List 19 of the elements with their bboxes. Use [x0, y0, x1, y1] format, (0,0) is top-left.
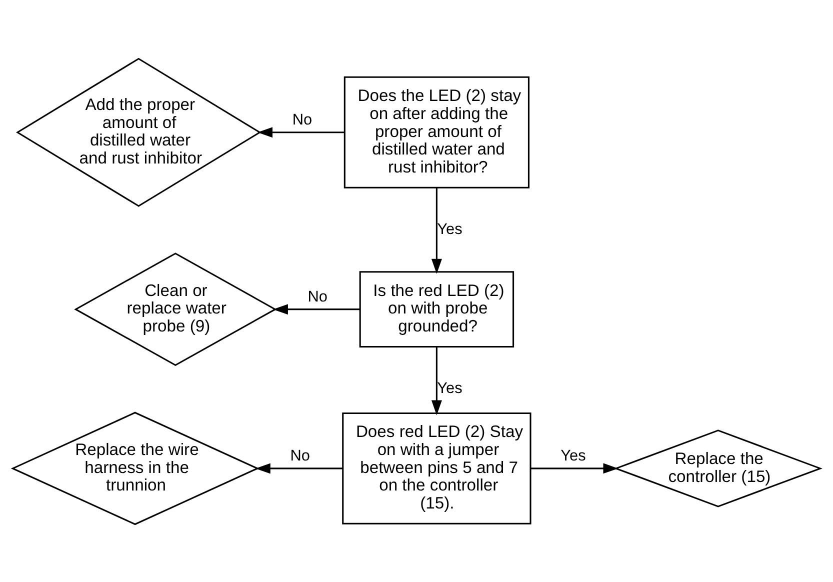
node-diamond: Replace the wire harness in the trunnion	[10, 411, 260, 525]
node-diamond: Clean or replace water probe (9)	[74, 252, 277, 366]
arrow	[530, 462, 618, 474]
arrow	[255, 462, 343, 474]
node-diamond: Replace the controller (15)	[614, 429, 822, 507]
edge-label: No	[290, 447, 310, 464]
arrow	[431, 187, 442, 274]
edge-label: Yes	[560, 447, 586, 464]
arrow	[431, 346, 442, 415]
node-box: Does the LED (2) stay on after adding the proper amount of distilled water and rust inhibitor?	[344, 76, 530, 188]
edge-label: Yes	[437, 220, 462, 238]
edge-label: No	[308, 288, 328, 305]
edge-label: No	[292, 111, 312, 128]
node-box: Is the red LED (2) on with probe grounded?	[359, 270, 514, 347]
arrow	[258, 126, 344, 138]
node-diamond: Add the proper amount of distilled water and rust inhibitor	[16, 57, 262, 206]
node-box: Does red LED (2) Stay on with a jumper between pins 5 and 7 on the controller (15).	[342, 412, 532, 524]
edge-label: Yes	[437, 379, 462, 396]
arrow	[272, 304, 360, 314]
